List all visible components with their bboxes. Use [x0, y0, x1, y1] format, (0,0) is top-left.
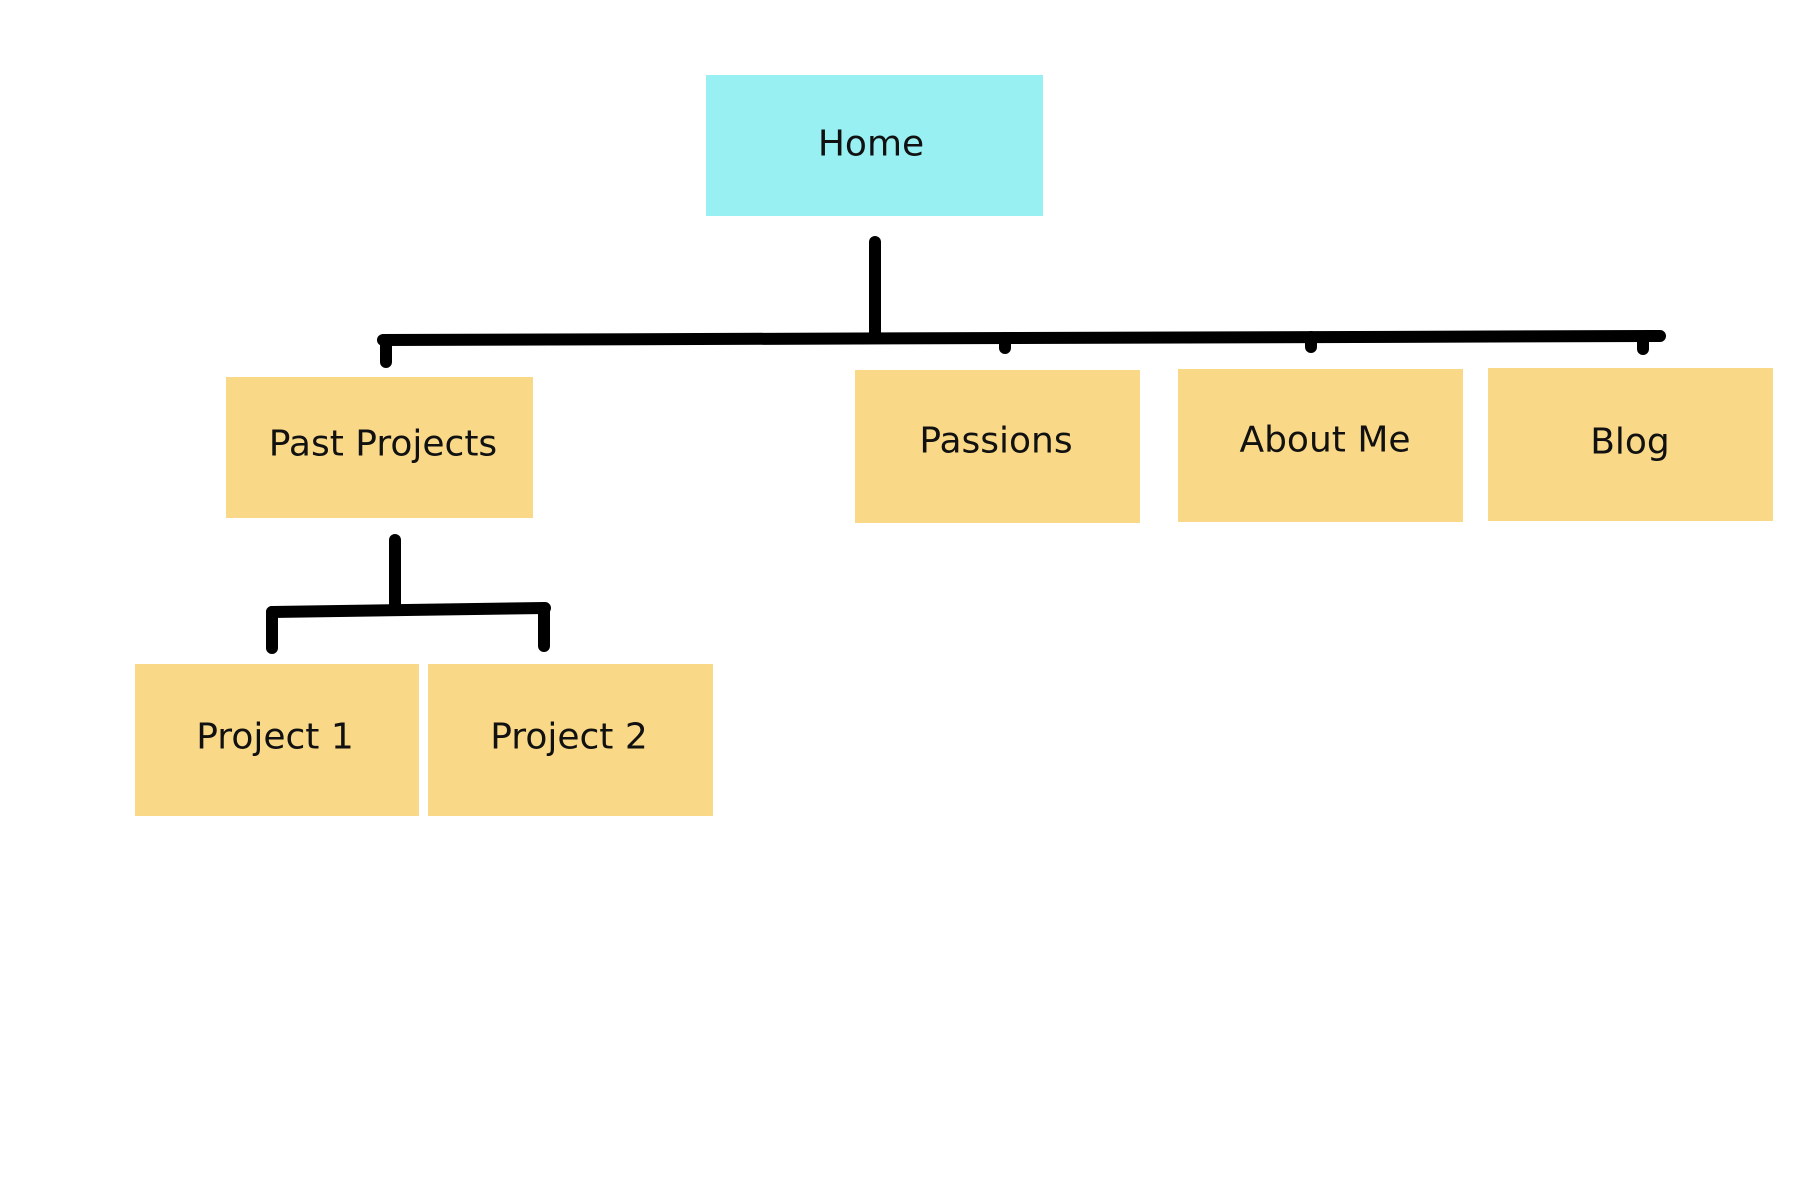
node-past-projects-label: Past Projects [269, 424, 497, 465]
node-project-2-box [428, 664, 713, 816]
node-project-1: Project 1 [135, 664, 419, 816]
connector-main-bar [377, 330, 1666, 346]
node-about-me-box [1178, 369, 1463, 522]
node-blog-label: Blog [1590, 422, 1670, 463]
node-past-projects: Past Projects [226, 377, 533, 518]
node-about-me: About Me [1178, 369, 1463, 522]
connector-sub-bar [266, 602, 551, 618]
node-about-me-label: About Me [1239, 420, 1410, 461]
node-project-1-box [135, 664, 419, 816]
node-passions-box [855, 370, 1140, 523]
node-past-projects-box [226, 377, 533, 518]
connectors [266, 236, 1666, 654]
node-blog: Blog [1488, 368, 1773, 521]
node-home: Home [706, 75, 1043, 216]
node-home-box [706, 75, 1043, 216]
node-project-2: Project 2 [428, 664, 713, 816]
node-passions-label: Passions [919, 421, 1072, 462]
node-project-1-label: Project 1 [196, 717, 354, 758]
node-blog-box [1488, 368, 1773, 521]
node-project-2-label: Project 2 [490, 717, 648, 758]
node-passions: Passions [855, 370, 1140, 523]
node-home-label: Home [818, 124, 924, 165]
